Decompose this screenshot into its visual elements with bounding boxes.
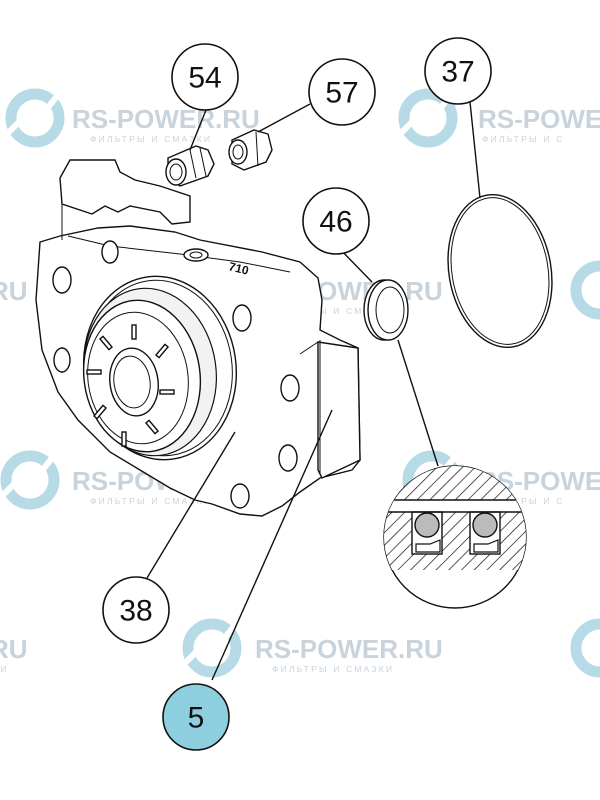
watermark-brand-edge: RU: [0, 634, 28, 664]
watermark-tagline-cut: ФИЛЬТРЫ И С: [482, 134, 564, 144]
watermark-logo-icon: [395, 88, 458, 148]
watermark-brand-edge: RU: [0, 276, 28, 306]
callout-label: 57: [325, 77, 358, 110]
watermark-tagline: ФИЛЬТРЫ И СМАЗКИ: [90, 134, 212, 144]
watermark-logo-icon: [570, 618, 600, 678]
watermark-brand: RS-POWER.RU: [255, 634, 443, 664]
watermark-logo-icon: [0, 450, 60, 510]
watermark-tagline-cut: ФИЛЬТРЫ И С: [482, 496, 564, 506]
watermark-tagline-edge: ЗКИ: [0, 664, 9, 674]
watermark-tagline: ФИЛЬТРЫ И СМАЗКИ: [272, 664, 394, 674]
callout-label: 54: [188, 62, 221, 95]
fitting-54: [165, 145, 215, 187]
o-ring-37: [447, 193, 553, 349]
leader-lines: [146, 101, 481, 681]
callout-38[interactable]: 38: [102, 576, 170, 644]
callout-label: 38: [119, 595, 152, 628]
rotor-vanes: [86, 324, 175, 447]
part-number-stamp: 710: [227, 259, 250, 278]
watermark-tagline: ФИЛЬТРЫ И СМАЗКИ: [272, 306, 394, 316]
watermark-logo-icon: [179, 618, 242, 678]
callout-57[interactable]: 57: [308, 58, 376, 126]
watermark-brand-cut: RS-POWE: [478, 104, 600, 134]
watermark-logo-icon: [570, 260, 600, 320]
callout-46[interactable]: 46: [302, 187, 370, 255]
pump-housing: 710: [35, 159, 361, 517]
nut-57: [228, 129, 273, 171]
seal-46: [363, 279, 409, 341]
watermark-logo-icon: [2, 88, 65, 148]
watermark-brand: RS-POWER.RU: [72, 104, 260, 134]
callout-label: 37: [441, 56, 474, 89]
watermark-tagline: ФИЛЬТРЫ И СМАЗКИ: [90, 496, 212, 506]
callout-label: 46: [319, 206, 352, 239]
callout-54[interactable]: 54: [171, 43, 239, 111]
callout-label: 5: [188, 702, 205, 735]
callout-37[interactable]: 37: [424, 37, 492, 105]
callout-5[interactable]: 5: [162, 683, 230, 751]
